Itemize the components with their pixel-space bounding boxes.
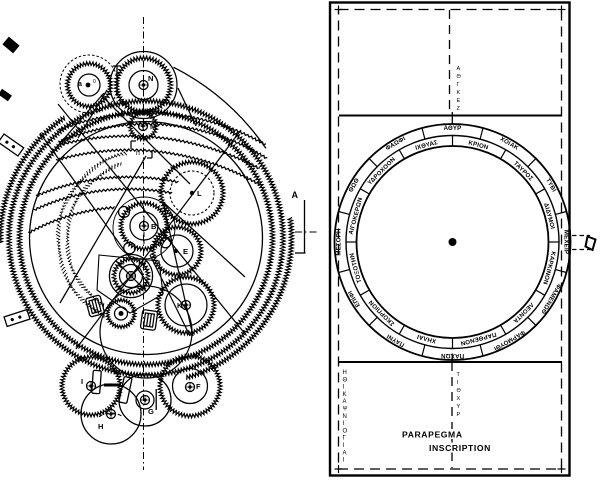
svg-text:Ι: Ι xyxy=(457,380,459,386)
svg-text:N: N xyxy=(148,74,153,83)
svg-text:Γ: Γ xyxy=(457,82,460,88)
svg-text:G: G xyxy=(148,407,154,416)
svg-text:H: H xyxy=(98,422,103,431)
svg-text:ΜΕΧΕΙΡ: ΜΕΧΕΙΡ xyxy=(563,230,570,254)
svg-text:Ι: Ι xyxy=(343,385,345,391)
svg-text:ΜΕΣΟΡΗ: ΜΕΣΟΡΗ xyxy=(336,228,343,255)
svg-text:Ι: Ι xyxy=(343,421,345,427)
svg-text:ΑΘΥΡ: ΑΘΥΡ xyxy=(444,125,462,132)
svg-text:Θ: Θ xyxy=(457,388,462,394)
svg-text:Τ: Τ xyxy=(457,372,461,378)
svg-text:Θ: Θ xyxy=(343,377,348,383)
svg-text:n: n xyxy=(136,150,140,157)
svg-text:INSCRIPTION: INSCRIPTION xyxy=(429,443,491,453)
svg-text:ΧΗΛΑΙ: ΧΗΛΑΙ xyxy=(416,333,437,345)
svg-text:Ε: Ε xyxy=(457,98,461,104)
svg-text:I: I xyxy=(81,377,83,386)
svg-text:C: C xyxy=(119,261,125,270)
svg-text:Κ: Κ xyxy=(343,392,347,398)
svg-text:Υ: Υ xyxy=(457,404,461,410)
svg-text:Θ: Θ xyxy=(457,74,462,80)
svg-text:L: L xyxy=(197,189,202,198)
svg-text:Α: Α xyxy=(343,450,347,456)
svg-text:Ψ: Ψ xyxy=(343,407,348,413)
svg-text:Ζ: Ζ xyxy=(457,106,461,112)
svg-text:Ο: Ο xyxy=(343,428,348,434)
svg-text:c: c xyxy=(18,243,22,250)
svg-text:Ι: Ι xyxy=(343,458,345,464)
svg-text:0: 0 xyxy=(93,79,96,85)
svg-text:Γ: Γ xyxy=(343,436,347,442)
svg-text:Η: Η xyxy=(343,370,347,376)
svg-text:a: a xyxy=(78,81,82,88)
svg-text:Α: Α xyxy=(457,66,461,72)
svg-text:PARAPEGMA: PARAPEGMA xyxy=(402,430,463,440)
svg-text:E: E xyxy=(183,247,188,256)
svg-text:Α: Α xyxy=(343,399,347,405)
svg-text:Ι: Ι xyxy=(343,443,345,449)
svg-text:A: A xyxy=(292,190,299,200)
svg-text:Ρ: Ρ xyxy=(457,412,461,418)
svg-text:K: K xyxy=(177,301,183,310)
svg-text:F: F xyxy=(196,382,201,391)
svg-text:Κ: Κ xyxy=(457,90,461,96)
svg-text:Χ: Χ xyxy=(457,396,461,402)
svg-text:M: M xyxy=(150,122,156,131)
svg-text:B: B xyxy=(151,222,157,231)
svg-text:D: D xyxy=(137,284,142,291)
svg-text:Ν: Ν xyxy=(343,414,347,420)
